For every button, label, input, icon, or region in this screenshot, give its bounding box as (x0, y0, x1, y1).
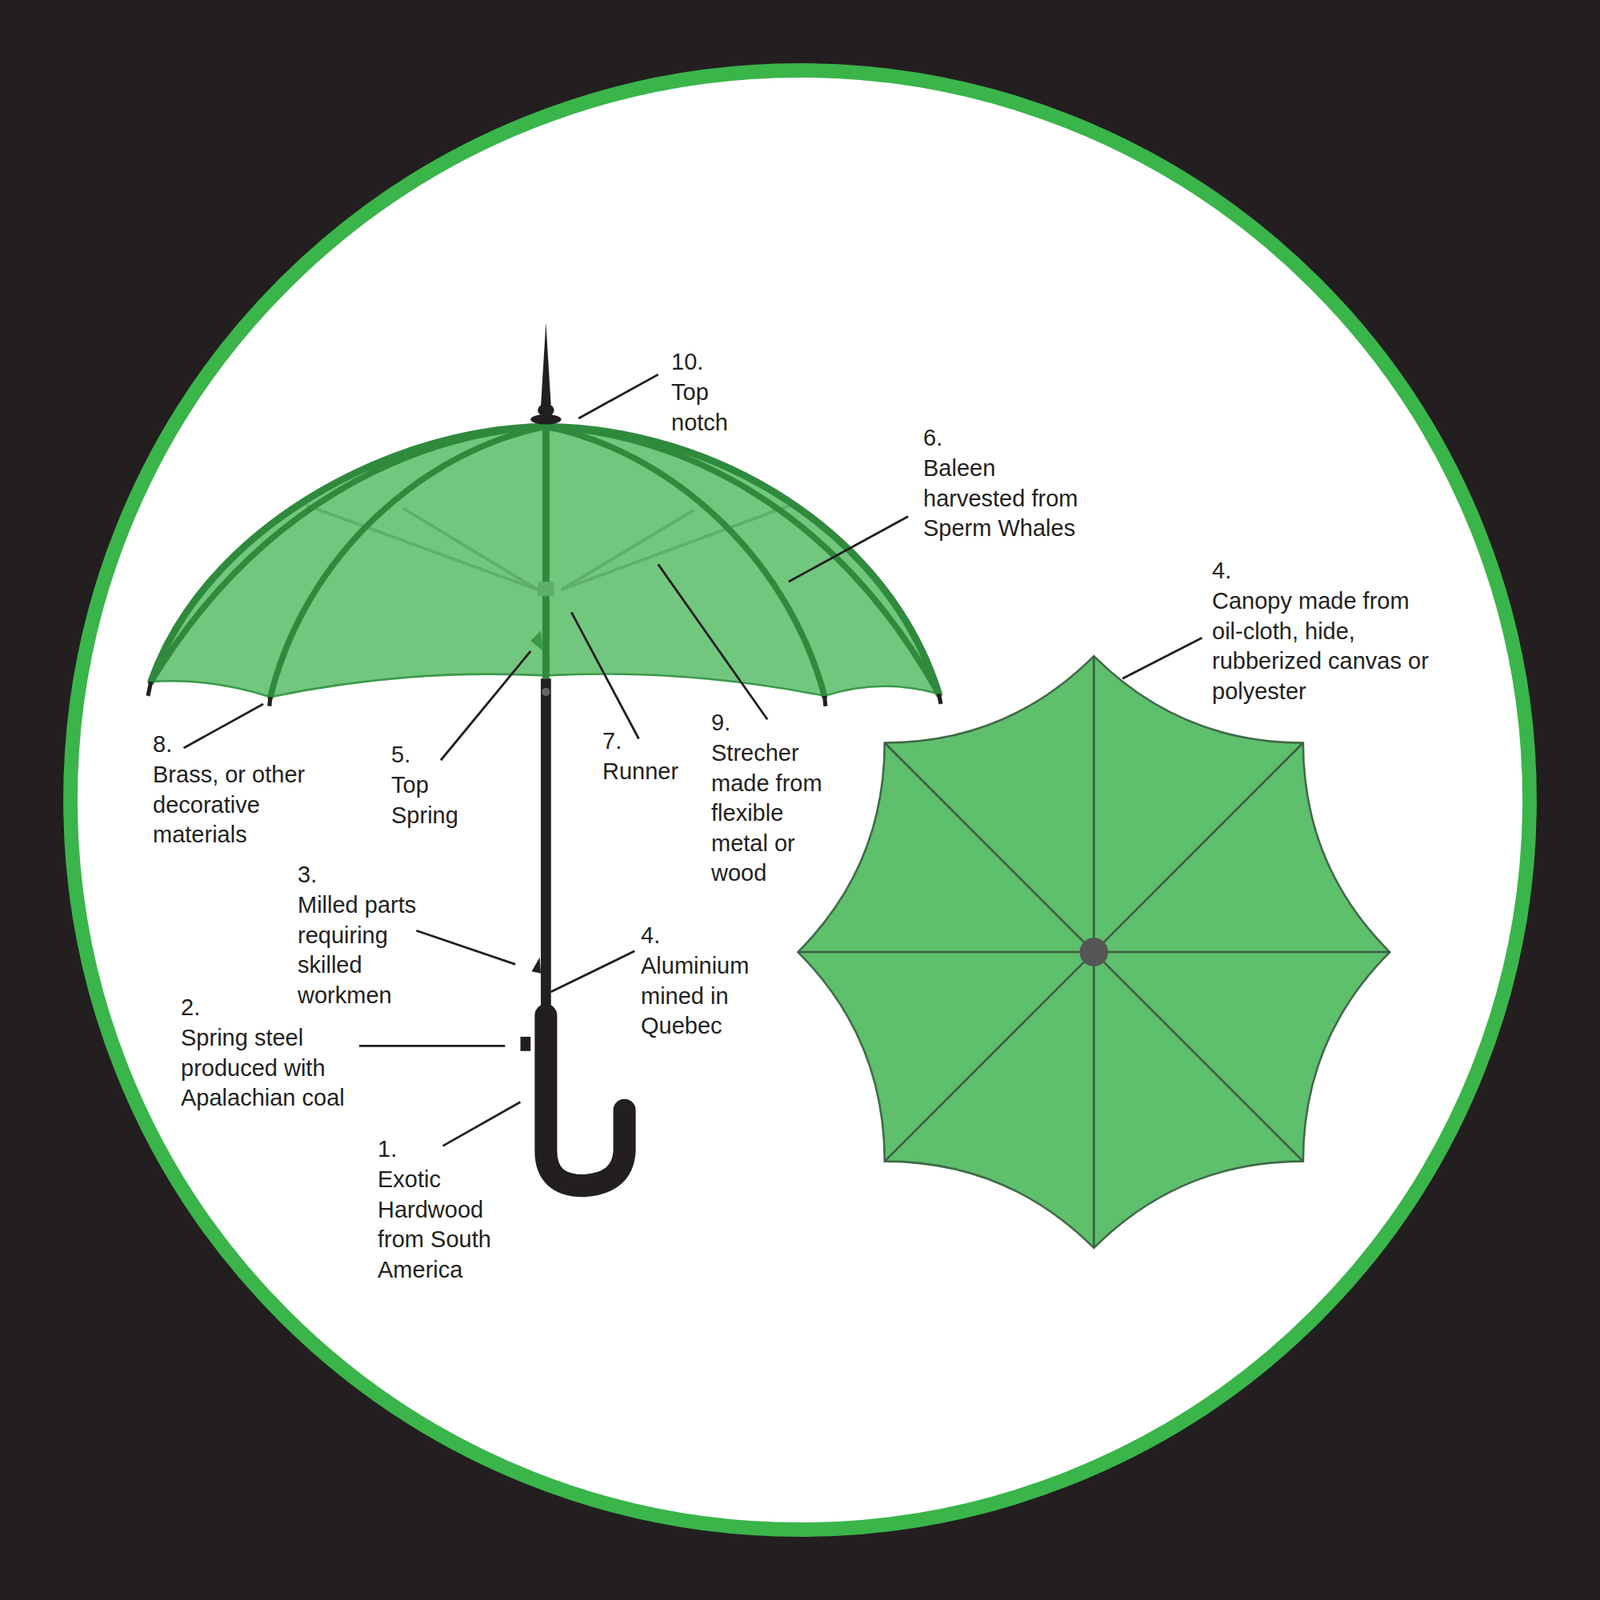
top-view-rib (797, 951, 1094, 954)
callout-number: 9. (711, 708, 760, 739)
callout-number: 7. (602, 726, 651, 757)
top-notch (530, 414, 561, 425)
top-view-rib (884, 742, 1095, 952)
top-view-rib (1093, 742, 1304, 952)
callout-number: 3. (297, 860, 346, 891)
top-view-rib (1092, 656, 1096, 952)
callout-number: 1. (377, 1134, 426, 1165)
stretcher (306, 504, 539, 590)
top-view-rib (1093, 951, 1390, 954)
spring-catch (520, 1036, 532, 1052)
rib (270, 426, 546, 697)
top-view-canopy (797, 656, 1390, 1248)
top-view-rib (1093, 952, 1304, 1162)
callout-number: 10. (671, 347, 736, 378)
top-view (797, 656, 1390, 1248)
ribs (151, 426, 940, 697)
canopy (151, 426, 940, 697)
stretcher (561, 504, 792, 590)
leader-line (578, 374, 658, 419)
part-label: Canopy made from oil-cloth, hide, rubber… (1212, 586, 1444, 707)
part-label: Runner (602, 756, 703, 788)
callout-number: 6. (923, 423, 972, 454)
part-label: Exotic Hardwood from South America (377, 1164, 508, 1285)
top-spring (530, 630, 543, 652)
leader-line (359, 1044, 505, 1048)
leader-lines (184, 374, 1203, 1146)
rib-tip (938, 693, 941, 704)
rib-tip (148, 681, 152, 696)
leader-line (551, 951, 636, 992)
leader-line (658, 564, 768, 720)
canopy-edge (151, 426, 940, 694)
stretcher (561, 510, 695, 590)
callout-number: 4. (640, 920, 689, 952)
rib (545, 426, 824, 696)
leader-line (184, 704, 264, 748)
callout-number: 8. (152, 729, 201, 760)
leader-line (1122, 637, 1202, 679)
leader-line (443, 1102, 521, 1147)
milled-button (532, 956, 541, 973)
shaft-upper (542, 428, 550, 679)
part-label: Brass, or other decorative materials (152, 760, 331, 851)
runner (537, 581, 554, 596)
handle (545, 1015, 624, 1186)
leader-line (440, 651, 531, 760)
callout-number: 5. (391, 740, 440, 771)
top-view-hub (1079, 937, 1108, 967)
part-label: Milled parts requiring skilled workmen (297, 890, 440, 1011)
part-label: Top notch (671, 377, 766, 438)
callout-number: 4. (1212, 556, 1260, 587)
rib-tip (269, 696, 271, 706)
shaft-joint (541, 688, 550, 696)
rib-tip (824, 696, 826, 707)
leader-line (416, 930, 516, 964)
ferrule (540, 322, 552, 407)
part-label: Spring steel produced with Apalachian co… (180, 1023, 361, 1114)
part-label: Baleen harvested from Sperm Whales (923, 453, 1101, 544)
top-view-rib (1092, 952, 1096, 1248)
shaft (540, 678, 552, 1020)
frame-circle (70, 70, 1530, 1530)
part-label: Strecher made from flexible metal or woo… (711, 738, 833, 889)
part-label: Aluminium mined in Quebec (640, 951, 763, 1042)
callout-number: 2. (180, 992, 229, 1024)
rib (151, 426, 547, 682)
rib (545, 426, 939, 694)
stretcher (403, 508, 538, 590)
top-view-rib (884, 952, 1095, 1162)
illustration-group (70, 70, 1530, 1530)
leader-line (788, 516, 908, 582)
leader-line (571, 612, 639, 739)
part-label: Top Spring (391, 770, 476, 831)
